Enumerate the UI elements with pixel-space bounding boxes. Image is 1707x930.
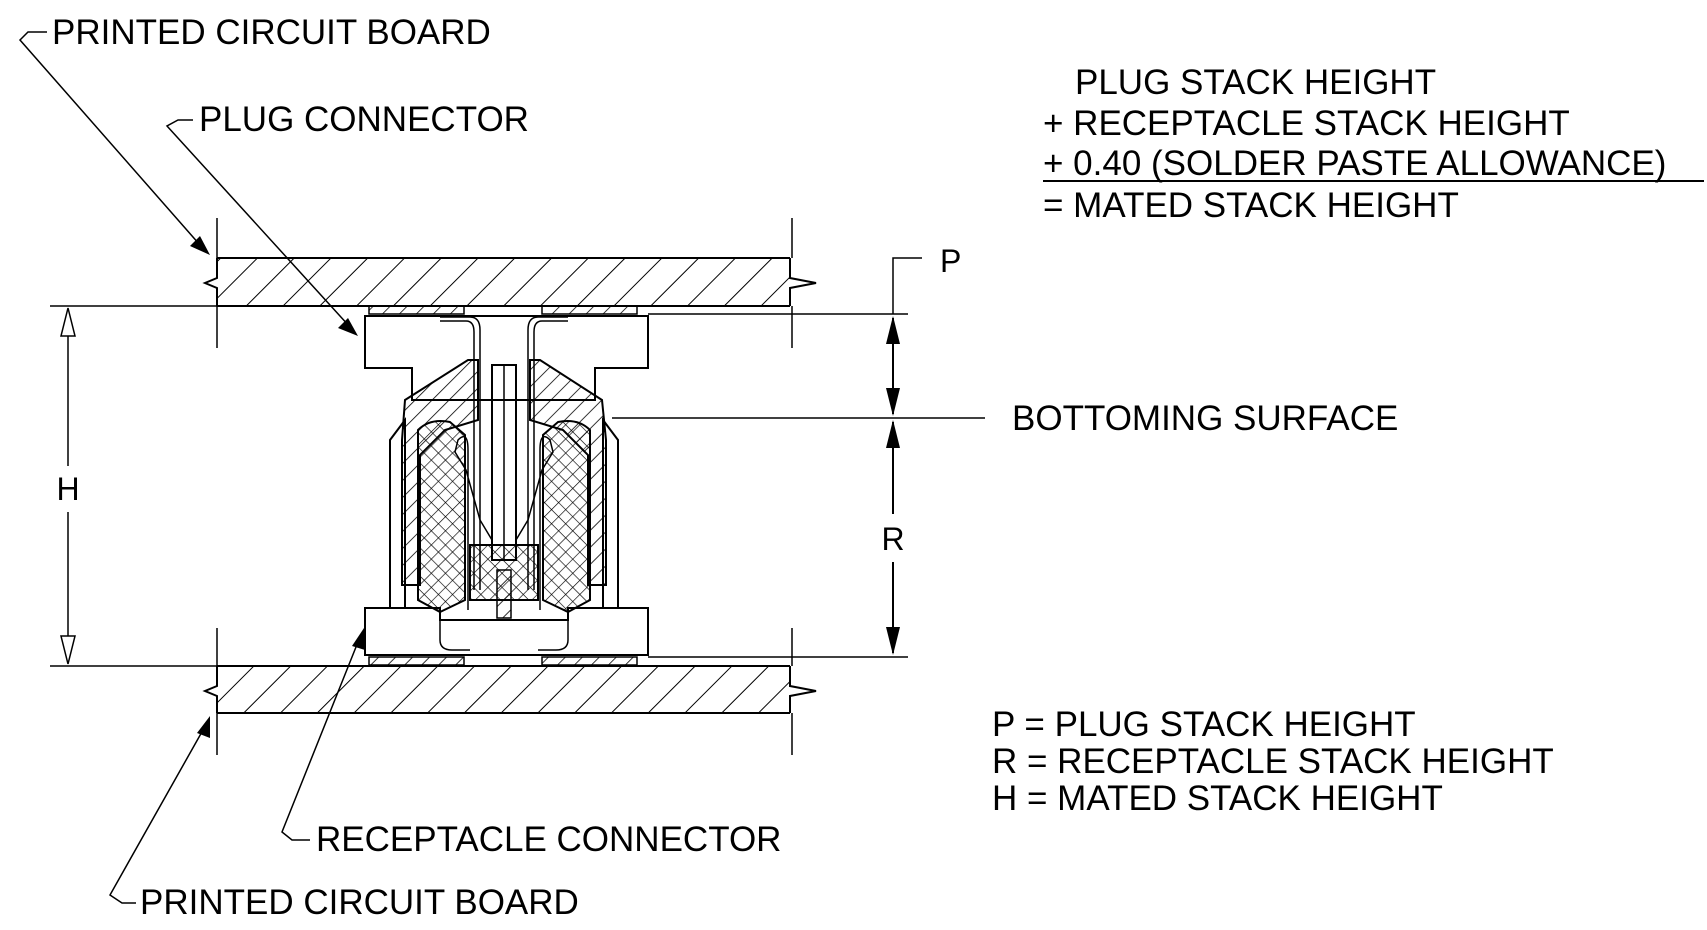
top-pcb — [202, 218, 817, 348]
formula-line-plug: PLUG STACK HEIGHT — [1075, 63, 1436, 102]
formula-line-receptacle: + RECEPTACLE STACK HEIGHT — [1043, 104, 1570, 143]
legend: P = PLUG STACK HEIGHT R = RECEPTACLE STA… — [992, 705, 1554, 818]
dim-label-r: R — [881, 521, 904, 557]
label-printed-circuit-board-bottom: PRINTED CIRCUIT BOARD — [140, 883, 579, 922]
dimension-lines: P R H — [50, 243, 985, 667]
label-plug-connector: PLUG CONNECTOR — [199, 100, 529, 139]
formula-line-solder-paste: + 0.40 (SOLDER PASTE ALLOWANCE) — [1043, 144, 1666, 183]
receptacle-connector — [364, 417, 649, 666]
label-printed-circuit-board-top: PRINTED CIRCUIT BOARD — [52, 13, 491, 52]
leader-lines — [18, 31, 365, 904]
dim-label-h: H — [56, 471, 79, 507]
stack-height-formula: PLUG STACK HEIGHT + RECEPTACLE STACK HEI… — [1043, 63, 1704, 225]
label-receptacle-connector: RECEPTACLE CONNECTOR — [316, 820, 781, 859]
dim-label-p: P — [940, 243, 961, 279]
legend-r-definition: R = RECEPTACLE STACK HEIGHT — [992, 742, 1554, 781]
formula-line-mated: = MATED STACK HEIGHT — [1043, 186, 1459, 225]
bottom-pcb — [202, 628, 817, 755]
legend-p-definition: P = PLUG STACK HEIGHT — [992, 705, 1416, 744]
label-bottoming-surface: BOTTOMING SURFACE — [1012, 399, 1398, 438]
legend-h-definition: H = MATED STACK HEIGHT — [992, 779, 1443, 818]
